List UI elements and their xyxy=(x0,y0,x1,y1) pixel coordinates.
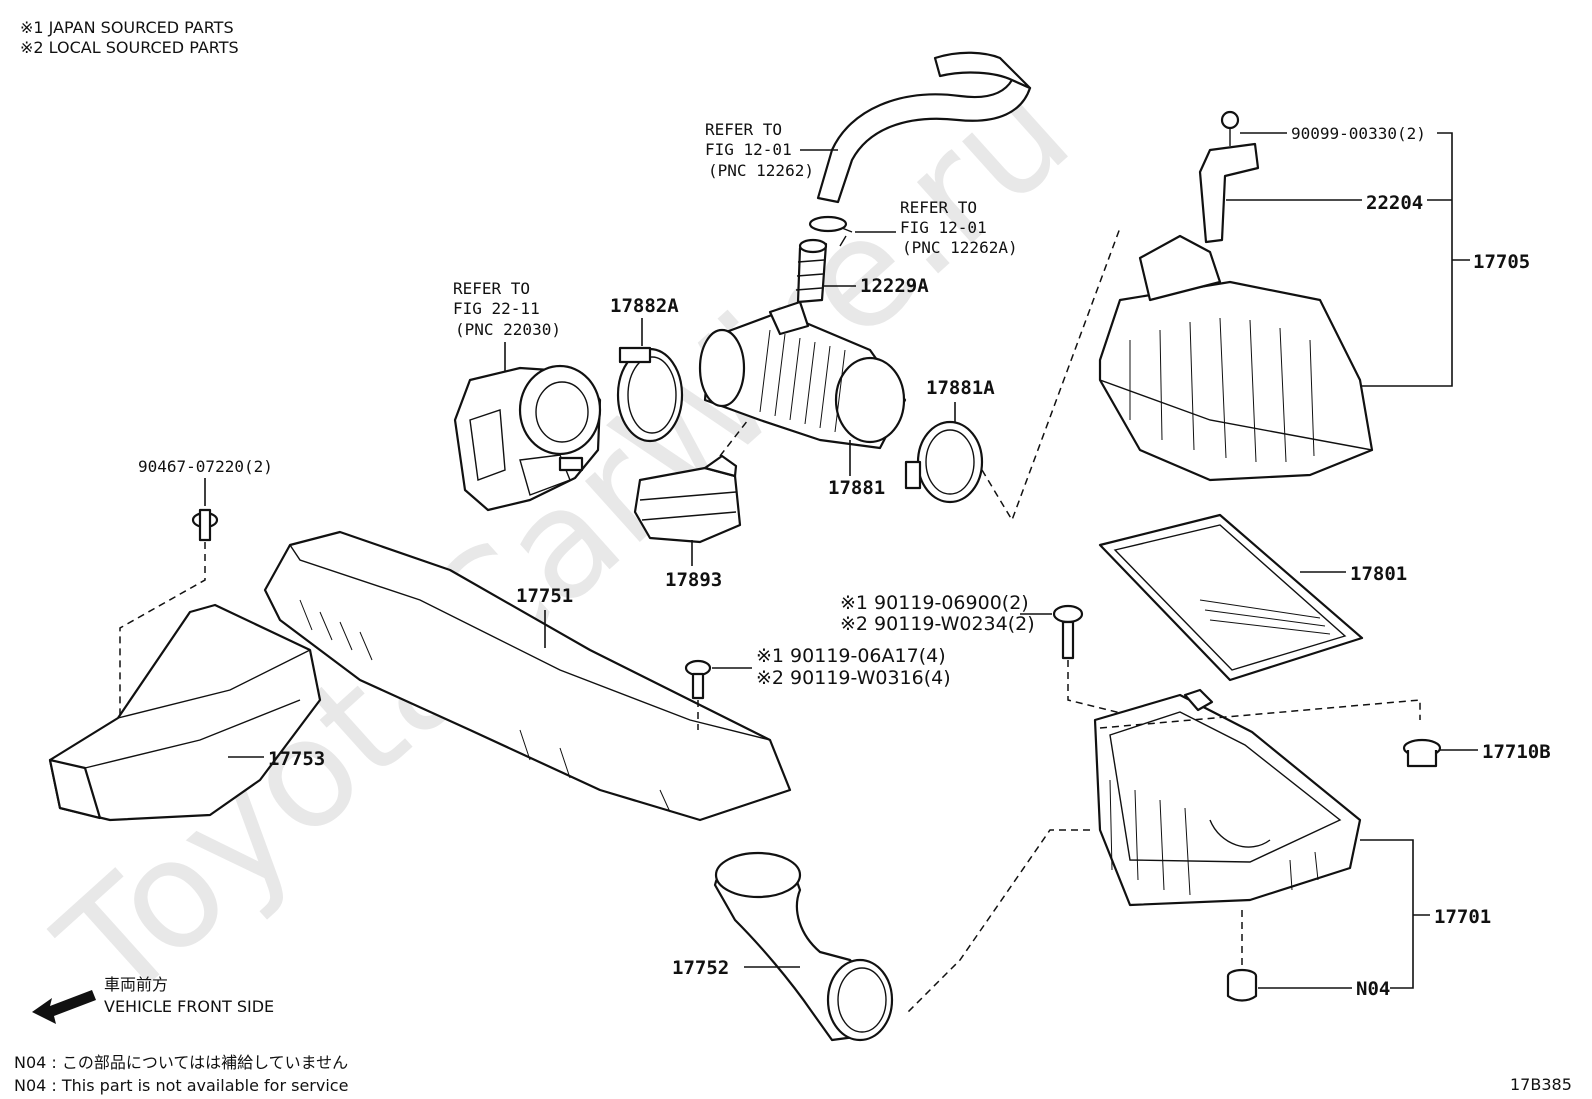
label-17705: 17705 xyxy=(1473,251,1530,273)
label-17701: 17701 xyxy=(1434,906,1491,928)
label-17881a: 17881A xyxy=(926,377,995,399)
label-n04: N04 xyxy=(1356,978,1390,1000)
watermark: ToyotaCarWire.ru xyxy=(27,45,1102,1038)
label-17752: 17752 xyxy=(672,957,729,979)
ref-hose-line2: FIG 12-01 xyxy=(705,140,792,159)
ref-throttle-line1: REFER TO xyxy=(453,279,530,298)
figure-id: 17B385 xyxy=(1510,1075,1572,1094)
label-90467-07220: 90467-07220(2) xyxy=(138,457,273,476)
clamp-17882a-drawing xyxy=(616,346,684,443)
clamp-17881a-drawing xyxy=(904,420,984,504)
label-17881: 17881 xyxy=(828,477,885,499)
legend-local-sourced: ※2 LOCAL SOURCED PARTS xyxy=(20,38,239,57)
label-90119-06a17: ※1 90119-06A17(4) xyxy=(756,645,946,667)
air-cleaner-cap-drawing xyxy=(1098,234,1374,482)
resonator-17893-drawing xyxy=(633,454,742,544)
label-17751: 17751 xyxy=(516,585,573,607)
label-17882a: 17882A xyxy=(610,295,679,317)
ref-hose-line1: REFER TO xyxy=(705,120,782,139)
footnote-en: N04 : This part is not available for ser… xyxy=(14,1076,348,1095)
bolt-90467-drawing xyxy=(191,508,219,542)
screw-90119-right-drawing xyxy=(1052,604,1084,660)
label-90099-00330: 90099-00330(2) xyxy=(1291,124,1426,143)
legend-japan-sourced: ※1 JAPAN SOURCED PARTS xyxy=(20,18,234,37)
ref-clip-line1: REFER TO xyxy=(900,198,977,217)
air-cleaner-case-drawing xyxy=(1093,688,1362,907)
inlet-duct-17751-drawing xyxy=(263,530,792,822)
ref-throttle-line2: FIG 22-11 xyxy=(453,299,540,318)
direction-label-jp: 車両前方 xyxy=(104,975,168,994)
ref-hose-line3: (PNC 12262) xyxy=(708,161,814,180)
label-17753: 17753 xyxy=(268,748,325,770)
label-17801: 17801 xyxy=(1350,563,1407,585)
direction-label-en: VEHICLE FRONT SIDE xyxy=(104,997,274,1016)
intake-hose-17881-drawing xyxy=(698,300,907,450)
label-17710b: 17710B xyxy=(1482,741,1551,763)
inlet-duct-17753-drawing xyxy=(48,603,322,822)
maf-sensor-22204-drawing xyxy=(1198,110,1260,244)
front-direction-arrow-icon xyxy=(32,990,96,1024)
ref-clip-line2: FIG 12-01 xyxy=(900,218,987,237)
label-17893: 17893 xyxy=(665,569,722,591)
label-90119-06900: ※1 90119-06900(2) xyxy=(840,592,1029,614)
label-22204: 22204 xyxy=(1366,192,1423,214)
cushion-n04-drawing xyxy=(1226,968,1258,1002)
filter-element-17801-drawing xyxy=(1098,513,1364,682)
footnote-jp: N04 : この部品についてはは補給していません xyxy=(14,1053,348,1072)
grommet-17710b-drawing xyxy=(1402,738,1442,768)
label-90119-w0316: ※2 90119-W0316(4) xyxy=(756,667,951,689)
label-12229a: 12229A xyxy=(860,275,929,297)
throttle-body-drawing xyxy=(453,364,602,512)
ref-clip-line3: (PNC 12262A) xyxy=(902,238,1018,257)
elbow-17752-drawing xyxy=(713,851,894,1042)
label-90119-w0234: ※2 90119-W0234(2) xyxy=(840,613,1035,635)
fitting-12229a-drawing xyxy=(795,238,828,304)
screw-90119-center-drawing xyxy=(684,659,712,700)
clip-drawing xyxy=(808,215,853,247)
ref-throttle-line3: (PNC 22030) xyxy=(455,320,561,339)
hose-drawing xyxy=(816,51,1032,204)
